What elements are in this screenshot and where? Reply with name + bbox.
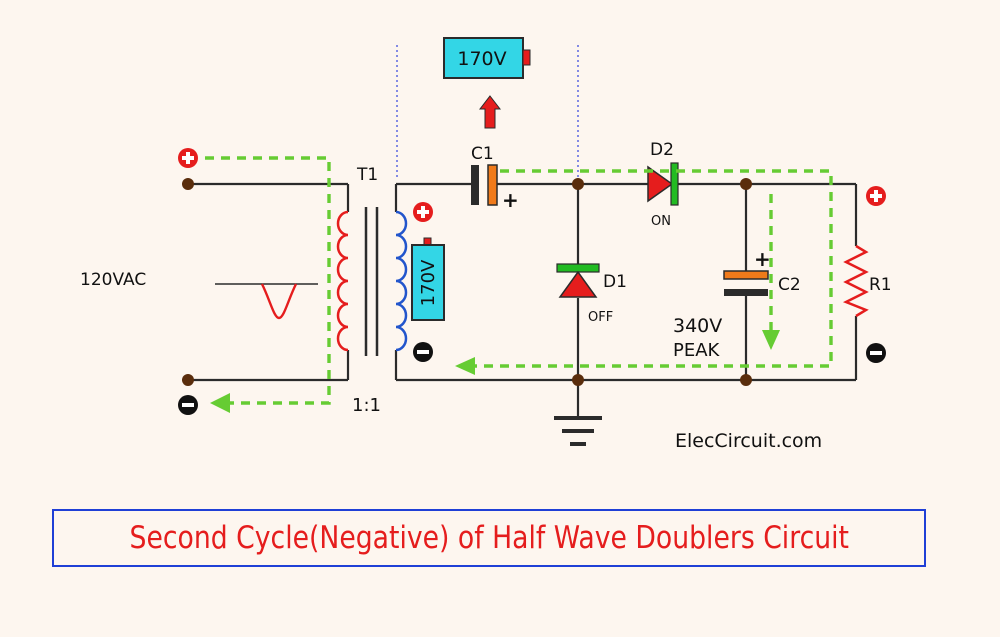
current-arrow-icon bbox=[762, 330, 780, 350]
minus-badge-icon bbox=[178, 395, 198, 415]
d1-label: D1 bbox=[603, 272, 627, 292]
junction-dot bbox=[572, 374, 584, 386]
plus-badge-icon bbox=[413, 202, 433, 222]
caption-box: Second Cycle(Negative) of Half Wave Doub… bbox=[52, 509, 926, 567]
battery-top-label: 170V bbox=[457, 48, 506, 70]
ac-waveform bbox=[215, 283, 318, 320]
c2-plus-label: + bbox=[754, 247, 771, 271]
capacitor-c2 bbox=[723, 270, 769, 296]
plus-badge-icon bbox=[178, 148, 198, 168]
d1-state-label: OFF bbox=[588, 310, 613, 325]
resistor-r1 bbox=[842, 244, 869, 318]
turns-ratio-label: 1:1 bbox=[352, 395, 381, 416]
c2-peak-text: PEAK bbox=[673, 340, 721, 361]
plus-badge-icon bbox=[866, 186, 886, 206]
capacitor-c1 bbox=[471, 164, 498, 206]
ground-icon bbox=[554, 416, 602, 446]
watermark: ElecCircuit.com bbox=[675, 430, 822, 452]
input-terminal-top bbox=[182, 178, 194, 190]
battery-icon bbox=[411, 237, 445, 321]
d2-state-label: ON bbox=[651, 214, 671, 229]
minus-badge-icon bbox=[413, 342, 433, 362]
transformer-label: T1 bbox=[356, 165, 378, 185]
c2-label: C2 bbox=[778, 275, 801, 295]
junction-dot bbox=[572, 178, 584, 190]
input-terminal-bottom bbox=[182, 374, 194, 386]
r1-label: R1 bbox=[869, 275, 892, 295]
battery-icon bbox=[443, 37, 531, 79]
d2-label: D2 bbox=[650, 140, 674, 160]
secondary-coil bbox=[395, 210, 408, 352]
c2-peak-value: 340V bbox=[673, 315, 722, 337]
primary-coil bbox=[336, 210, 349, 352]
junction-dot bbox=[740, 178, 752, 190]
diode-d1 bbox=[556, 263, 600, 298]
minus-badge-icon bbox=[866, 343, 886, 363]
c1-plus-label: + bbox=[502, 188, 519, 212]
diode-d2 bbox=[647, 162, 679, 206]
source-label: 120VAC bbox=[80, 270, 146, 290]
up-arrow-icon bbox=[478, 95, 502, 129]
battery-side-label: 170V bbox=[418, 259, 439, 306]
current-path bbox=[205, 156, 833, 405]
current-arrow-icon bbox=[455, 357, 475, 375]
caption-title: Second Cycle(Negative) of Half Wave Doub… bbox=[129, 520, 849, 556]
c1-label: C1 bbox=[471, 144, 494, 164]
junction-dot bbox=[740, 374, 752, 386]
transformer-t1 bbox=[336, 207, 408, 356]
current-arrow-icon bbox=[210, 393, 230, 413]
